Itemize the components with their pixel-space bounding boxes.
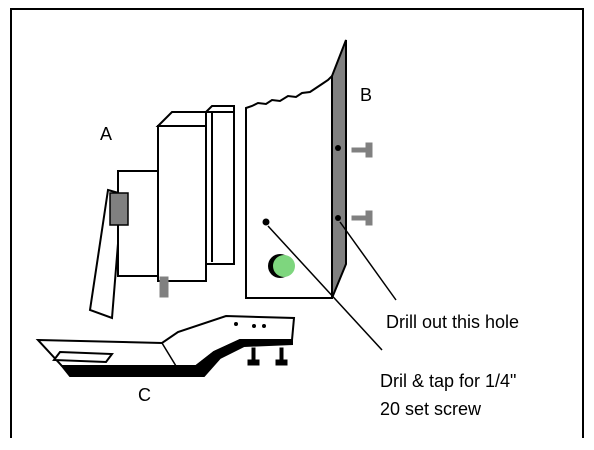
label-a: A	[100, 124, 113, 144]
screw-c-1-shaft	[251, 347, 256, 361]
leader-tap-hole	[267, 225, 383, 351]
leader-drill-hole	[339, 221, 397, 301]
label-b: B	[360, 85, 373, 105]
part-b-plate-edge	[331, 39, 347, 299]
screw-lower-head	[365, 210, 373, 226]
part-b-knob	[273, 255, 295, 277]
part-c-underside	[59, 339, 293, 377]
part-c	[35, 314, 296, 377]
diagram-frame	[10, 8, 584, 438]
part-b-tap-hole	[262, 218, 270, 226]
part-a-top-lip	[155, 111, 214, 127]
label-drill-hole: Drill out this hole	[386, 312, 520, 332]
screw-lower-shaft	[351, 215, 367, 221]
screws-b	[351, 142, 373, 226]
label-tap-line1: Dril & tap for 1/4"	[380, 371, 517, 391]
part-c-hole-1	[234, 322, 238, 326]
part-c-hole-2	[252, 324, 256, 328]
part-a-main-block	[157, 125, 207, 282]
part-a-peg	[159, 276, 169, 298]
part-a	[88, 105, 235, 320]
part-b-hole-upper	[335, 145, 341, 151]
part-b	[245, 39, 347, 299]
part-b-hole-lower	[335, 215, 341, 221]
label-c: C	[138, 385, 151, 405]
screw-c-2-shaft	[279, 347, 284, 361]
part-c-hole-3	[262, 324, 266, 328]
part-a-back-lip	[203, 105, 235, 113]
part-a-gray-inset	[109, 192, 129, 226]
screws-c	[247, 347, 288, 366]
screw-c-2-head	[275, 359, 288, 366]
label-tap-line2: 20 set screw	[380, 399, 482, 419]
screw-upper-head	[365, 142, 373, 158]
part-c-slot	[52, 350, 114, 364]
screw-c-1-head	[247, 359, 260, 366]
part-a-back-block	[205, 111, 235, 265]
screw-upper-shaft	[351, 147, 367, 153]
